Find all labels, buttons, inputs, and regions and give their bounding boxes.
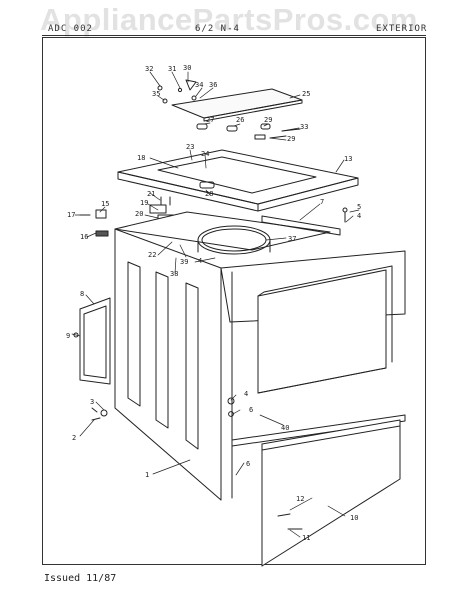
callout-8: 8: [80, 290, 84, 298]
callout-22: 22: [148, 251, 156, 259]
callout-32: 32: [145, 65, 153, 73]
header-code: 6/2 N-4: [195, 24, 240, 34]
callout-21: 21: [147, 190, 155, 198]
callout-28: 28: [205, 190, 213, 198]
callout-36: 36: [209, 81, 217, 89]
callout-34: 34: [195, 81, 203, 89]
callout-15: 15: [101, 200, 109, 208]
callout-10: 10: [350, 514, 358, 522]
callout-25: 25: [302, 90, 310, 98]
header-section: EXTERIOR: [376, 24, 428, 34]
callout-12: 12: [296, 495, 304, 503]
callout-18: 18: [137, 154, 145, 162]
callout-29b: 29: [287, 135, 295, 143]
callout-4: 4: [357, 212, 361, 220]
top-panel-13: [117, 149, 359, 212]
leader-lines: [71, 71, 360, 538]
callout-33: 33: [300, 123, 308, 131]
callout-38: 38: [170, 270, 178, 278]
callout-1: 1: [145, 471, 149, 479]
callout-24: 24: [201, 150, 209, 158]
callout-30: 30: [183, 64, 191, 72]
top-cover-25: [171, 88, 303, 122]
callout-14: 4: [198, 257, 202, 265]
lid-hardware: [157, 79, 301, 140]
callout-7: 7: [320, 198, 324, 206]
callout-13: 13: [344, 155, 352, 163]
callout-26: 26: [236, 116, 244, 124]
access-door-8: [79, 297, 111, 385]
front-panel-10: [261, 419, 401, 567]
callout-5: 5: [357, 203, 361, 211]
callout-27: 27: [206, 116, 214, 124]
issued-date: Issued 11/87: [44, 573, 117, 584]
callout-23: 23: [186, 143, 194, 151]
callout-16: 16: [80, 233, 88, 241]
rail-7: [261, 215, 341, 236]
callout-19: 19: [140, 199, 148, 207]
callout-6b: 6: [246, 460, 250, 468]
cabinet-1: [114, 211, 406, 501]
callout-numbers: 32 31 30 34 36 35 25 27 26 29 33 29 23 2…: [66, 64, 361, 542]
header-model: ADC 002: [48, 24, 93, 34]
watermark: AppliancePartsPros.com: [40, 2, 418, 37]
callout-40: 40: [281, 424, 289, 432]
callout-37: 37: [288, 235, 296, 243]
callout-17: 17: [67, 211, 75, 219]
callout-35: 35: [152, 90, 160, 98]
diagram-frame: [42, 37, 426, 565]
callout-39: 39: [180, 258, 188, 266]
callout-2: 2: [72, 434, 76, 442]
callout-9: 9: [66, 332, 70, 340]
callout-4b: 4: [244, 390, 248, 398]
callout-11: 11: [302, 534, 310, 542]
callout-31: 31: [168, 65, 176, 73]
header-rule: [42, 35, 426, 36]
callout-6: 6: [249, 406, 253, 414]
callout-20: 20: [135, 210, 143, 218]
callout-29: 29: [264, 116, 272, 124]
callout-3: 3: [90, 398, 94, 406]
side-panel: [257, 265, 393, 394]
